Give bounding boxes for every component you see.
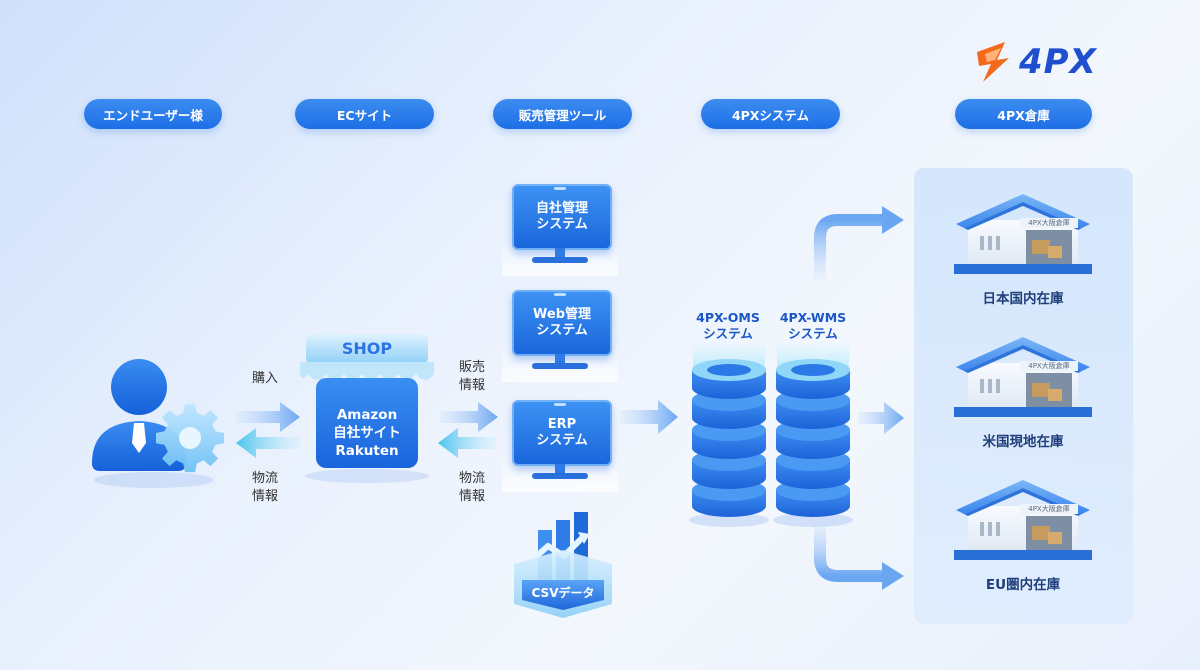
csv-data-icon: CSVデータ bbox=[508, 510, 618, 622]
column-header-sales-tool: 販売管理ツール bbox=[493, 99, 632, 129]
sales-info-label: 販売 情報 bbox=[458, 360, 485, 393]
ec-shop: SHOP Amazon 自社サイト Rakuten bbox=[296, 334, 438, 484]
warehouse-eu-sign: 4PX大阪倉庫 bbox=[1028, 505, 1070, 513]
system-to-warehouse-arrows bbox=[814, 206, 904, 590]
csv-data-label: CSVデータ bbox=[531, 586, 595, 600]
sales-tool-own-system: 自社管理 システム bbox=[502, 184, 618, 276]
sales-tool-web-system: Web管理 システム bbox=[502, 290, 618, 382]
tools-to-system-arrow bbox=[620, 400, 678, 434]
wms-system-label: 4PX-WMS システム bbox=[779, 310, 847, 341]
warehouse-japan-icon bbox=[954, 194, 1092, 274]
end-user-icon bbox=[84, 345, 234, 495]
logistics-info-arrow-1 bbox=[236, 428, 300, 458]
column-header-ec-site: ECサイト bbox=[295, 99, 434, 129]
warehouse-eu-icon bbox=[954, 480, 1092, 560]
warehouse-us-icon bbox=[954, 337, 1092, 417]
brand-logo: 4PX bbox=[975, 40, 1115, 84]
shop-channels: Amazon 自社サイト Rakuten bbox=[333, 407, 401, 459]
shop-sign: SHOP bbox=[341, 339, 393, 358]
logistics-info-label-1: 物流 情報 bbox=[251, 471, 278, 504]
column-header-4px-warehouse: 4PX倉庫 bbox=[955, 99, 1092, 129]
warehouse-us-label: 米国現地在庫 bbox=[982, 434, 1064, 450]
oms-database-icon bbox=[689, 340, 769, 527]
logistics-info-arrow-2 bbox=[438, 428, 496, 458]
sales-tool-erp-system: ERP システム bbox=[502, 400, 618, 492]
warehouse-japan-label: 日本国内在庫 bbox=[982, 291, 1064, 307]
column-header-end-user: エンドユーザー様 bbox=[84, 99, 222, 129]
logistics-info-label-2: 物流 情報 bbox=[458, 471, 485, 504]
oms-system-label: 4PX-OMS システム bbox=[696, 310, 760, 341]
warehouse-eu-label: EU圏内在庫 bbox=[985, 577, 1061, 593]
logo-mark-icon bbox=[977, 42, 1009, 82]
purchase-arrow bbox=[236, 402, 300, 432]
warehouse-japan-sign: 4PX大阪倉庫 bbox=[1028, 219, 1070, 227]
warehouse-us-sign: 4PX大阪倉庫 bbox=[1028, 362, 1070, 370]
column-header-4px-system: 4PXシステム bbox=[701, 99, 840, 129]
logo-text: 4PX bbox=[1019, 42, 1097, 82]
purchase-label: 購入 bbox=[251, 371, 278, 386]
sales-info-arrow bbox=[440, 402, 498, 432]
wms-database-icon bbox=[773, 340, 853, 527]
